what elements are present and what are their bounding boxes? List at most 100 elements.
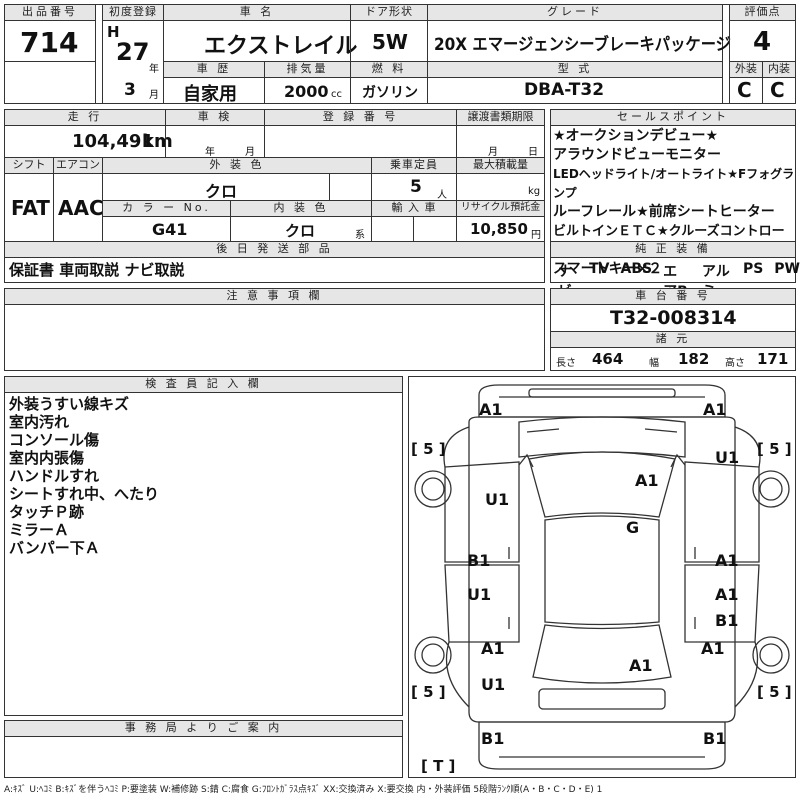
interior-score: C: [770, 78, 785, 102]
equipment-item: TV: [589, 261, 610, 277]
import-cell-2: [413, 216, 457, 242]
interior-color: クロ: [285, 222, 316, 240]
sales-points-label: セールスポイント: [550, 109, 796, 126]
damage-mark: B1: [703, 729, 727, 748]
car-name-label: 車 名: [163, 4, 351, 21]
import-label: 輸 入 車: [371, 200, 457, 217]
lot-blank: [4, 61, 96, 104]
chassis-label: 車 台 番 号: [550, 288, 796, 305]
inspector-note: 外装うすい線キズ: [9, 395, 130, 413]
length-label: 長さ: [556, 358, 576, 369]
inspector-notes: 外装うすい線キズ 室内汚れ コンソール傷 室内内張傷 ハンドルすれ シートすれ中…: [9, 395, 159, 557]
exterior-color: クロ: [205, 182, 238, 201]
inspector-note: コンソール傷: [9, 431, 100, 449]
equipment-cell: [550, 257, 796, 283]
sales-point: ルーフレール★前席シートヒーター: [553, 204, 775, 220]
damage-diagram: A1 A1 U1 A1 U1 G B1 A1 U1 A1 B1 A1 A1 A1…: [408, 376, 796, 778]
capacity: 5: [410, 177, 422, 197]
model-label: 型 式: [427, 61, 723, 78]
mileage: 104,491: [72, 131, 154, 152]
accessories-cell: [4, 257, 545, 283]
model-cell: [427, 77, 723, 104]
displacement: 2000: [284, 82, 329, 101]
dims-cell: [550, 347, 796, 371]
reg-no-label: 登 録 番 号: [264, 109, 457, 126]
door-type: 5W: [372, 30, 408, 54]
tire-score: [ 5 ]: [757, 683, 792, 701]
damage-mark: A1: [703, 400, 727, 419]
exterior-label: 外装: [729, 61, 763, 78]
sales-point: スマートキー×２: [553, 261, 663, 277]
tire-score: [ 5 ]: [411, 683, 446, 701]
grade-label: グレード: [427, 4, 723, 21]
damage-mark: A1: [715, 551, 739, 570]
car-name: エクストレイル: [204, 34, 358, 59]
history: 自家用: [183, 84, 237, 105]
cautions-label: 注 意 事 項 欄: [4, 288, 545, 305]
damage-mark: B1: [715, 611, 739, 630]
color-no: G41: [152, 220, 188, 239]
width-label: 幅: [649, 358, 659, 369]
damage-mark: B1: [467, 551, 491, 570]
damage-mark: U1: [481, 675, 506, 694]
displacement-unit: cc: [331, 89, 342, 100]
recycle-fee: 10,850: [470, 220, 528, 238]
int-color-label: 内 装 色: [230, 200, 372, 217]
spare-tire: [ T ]: [421, 757, 456, 775]
insp-year-unit: 年: [205, 147, 215, 158]
damage-mark: U1: [715, 448, 740, 467]
tire-score: [ 5 ]: [757, 440, 792, 458]
import-cell: [371, 216, 414, 242]
score-label: 評価点: [729, 4, 796, 21]
exterior-score: C: [737, 78, 752, 102]
color-no-label: カ ラ ー No.: [102, 200, 231, 217]
color-label: 外 装 色: [102, 157, 372, 174]
model: DBA-T32: [524, 80, 605, 100]
chassis-number: T32-008314: [610, 307, 737, 329]
legend: A:ｷｽﾞ U:ﾍｺﾐ B:ｷｽﾞを伴うﾍｺﾐ P:要塗装 W:補修跡 S:錆 …: [4, 785, 603, 795]
recycle-label: リサイクル預託金: [456, 200, 545, 217]
damage-mark: A1: [481, 639, 505, 658]
sales-points-list: ★オークションデビュー★ アラウンドビューモニター LEDヘッドライト/オートラ…: [553, 127, 795, 279]
damage-mark: A1: [635, 471, 659, 490]
damage-mark: U1: [467, 585, 492, 604]
interior-label: 内装: [762, 61, 796, 78]
fuel-label: 燃 料: [350, 61, 428, 78]
sales-point: アラウンドビューモニター: [553, 147, 721, 163]
shift-label: シフト: [4, 157, 54, 174]
damage-mark: A1: [715, 585, 739, 604]
tire-score: [ 5 ]: [411, 440, 446, 458]
inspector-note: シートすれ中、へたり: [9, 485, 160, 503]
car-outline: [414, 384, 790, 770]
damage-mark: A1: [479, 400, 503, 419]
inspector-note: タッチＰ跡: [9, 503, 85, 521]
inspector-note: ミラーＡ: [9, 521, 70, 539]
damage-mark: U1: [485, 490, 510, 509]
reg-month: 3: [124, 80, 136, 100]
inspector-note: バンパー下Ａ: [9, 539, 100, 557]
inspector-note: ハンドルすれ: [9, 467, 100, 485]
inspector-cell: [4, 392, 403, 716]
cautions-cell: [4, 304, 545, 371]
ac: AAC: [58, 196, 104, 220]
lot-label: 出品番号: [4, 4, 96, 21]
score: 4: [753, 27, 772, 57]
damage-mark: G: [626, 518, 640, 537]
equipment-item: ABS: [620, 261, 653, 277]
first-reg-label: 初度登録: [102, 4, 164, 21]
door-label: ドア形状: [350, 4, 428, 21]
load-label: 最大積載量: [456, 157, 545, 174]
inspector-note: 室内汚れ: [9, 413, 70, 431]
int-color-unit: 系: [355, 230, 365, 241]
shift: FAT: [11, 196, 50, 220]
load-unit: kg: [528, 186, 541, 197]
inspector-label: 検 査 員 記 入 欄: [4, 376, 403, 393]
inspector-note: 室内内張傷: [9, 449, 85, 467]
damage-mark: A1: [701, 639, 725, 658]
transfer-day-unit: 日: [528, 147, 538, 158]
history-label: 車 歴: [163, 61, 265, 78]
office-label: 事 務 局 よ り ご 案 内: [4, 720, 403, 737]
length: 464: [592, 350, 624, 368]
recycle-unit: 円: [531, 230, 541, 241]
damage-mark: B1: [481, 729, 505, 748]
